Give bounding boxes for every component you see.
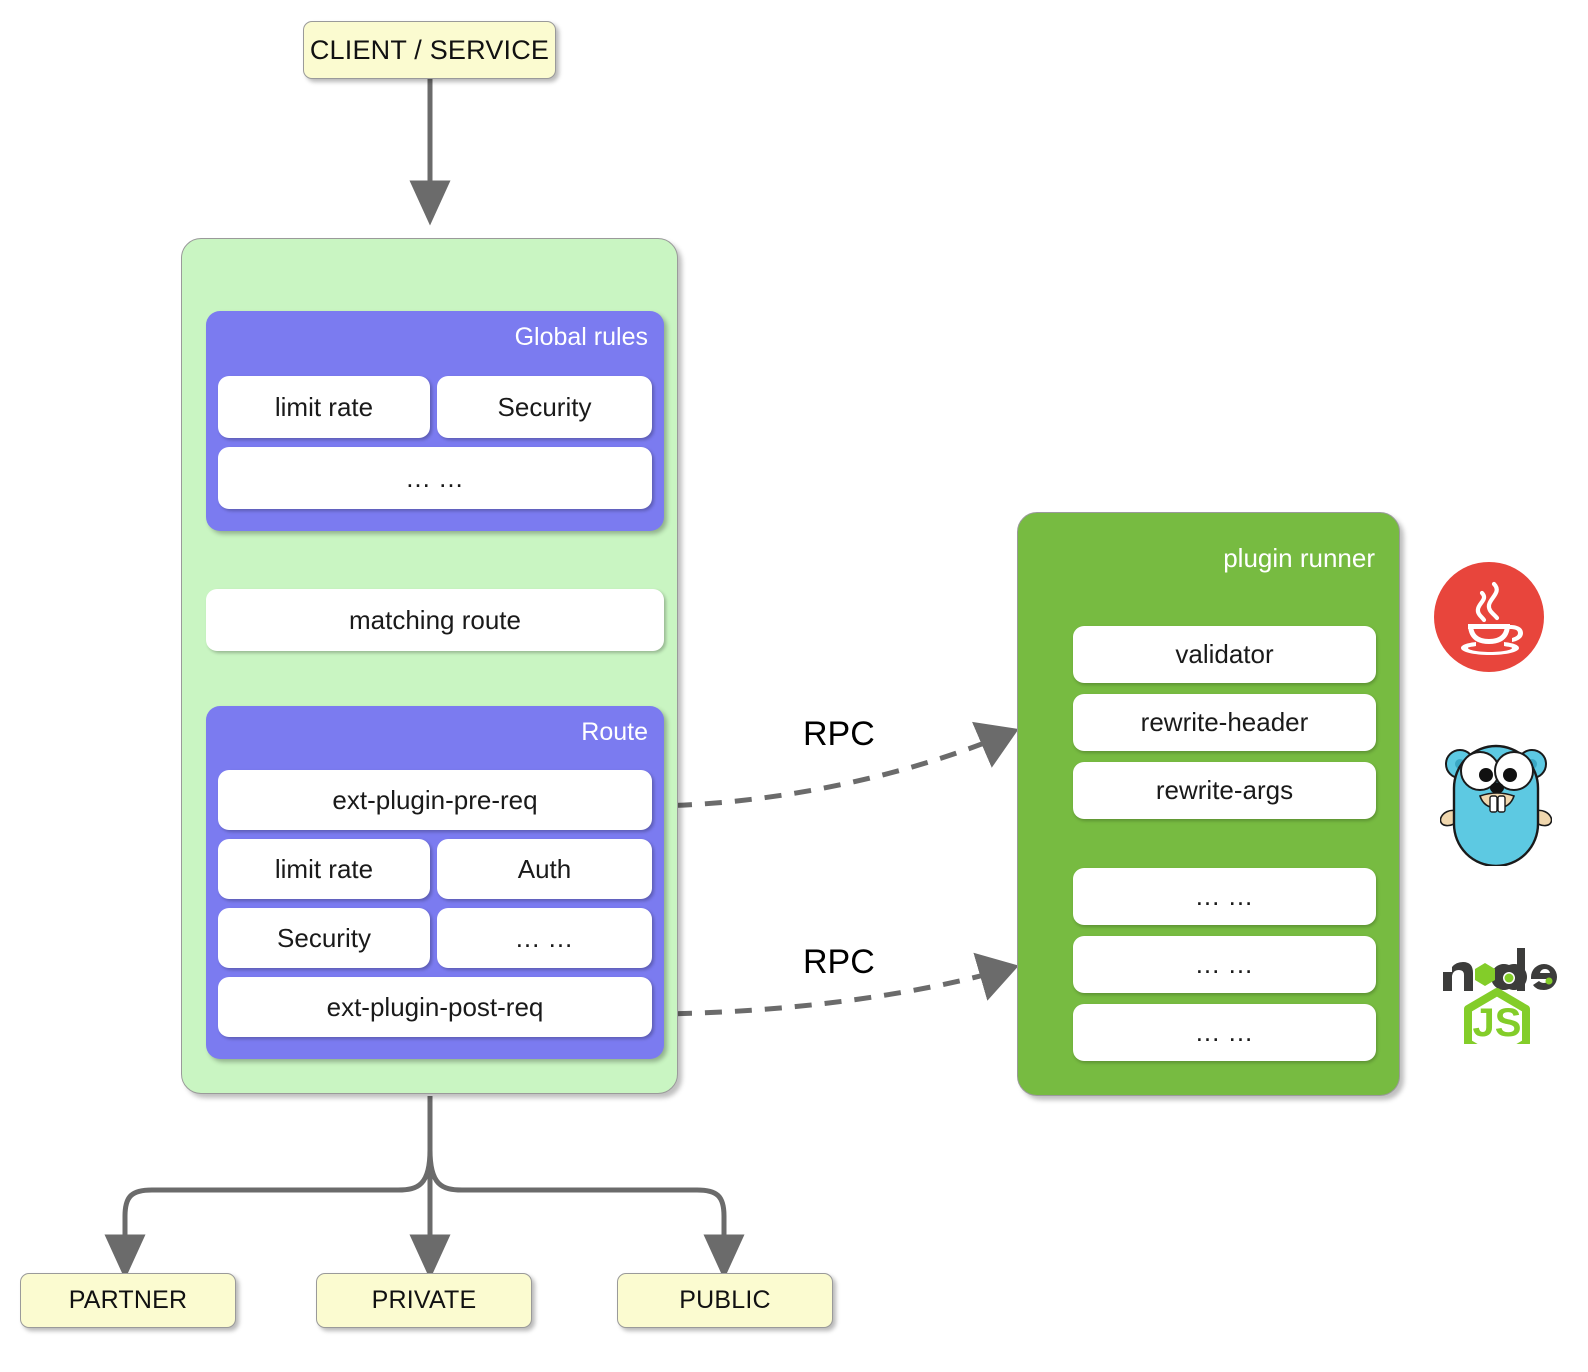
matching-route-label: matching route — [349, 604, 521, 635]
plugin-rewrite-args[interactable]: rewrite-args — [1073, 762, 1376, 819]
output-partner[interactable]: PARTNER — [20, 1273, 236, 1328]
plugin-rewrite-header-label: rewrite-header — [1140, 707, 1309, 737]
route-panel[interactable]: Route ext-plugin-pre-req limit rate Auth… — [206, 706, 664, 1059]
golang-gopher-logo — [1439, 726, 1553, 871]
route-ext-plugin-post-req[interactable]: ext-plugin-post-req — [218, 977, 652, 1037]
plugin-validator-label: validator — [1175, 639, 1274, 669]
java-logo-svg — [1434, 562, 1544, 672]
plugin-placeholder-1-label: ... ... — [1195, 881, 1254, 911]
plugin-runner-panel: plugin runner validator rewrite-header r… — [1017, 512, 1400, 1096]
rpc-label-post-req: RPC — [803, 943, 875, 982]
output-public[interactable]: PUBLIC — [617, 1273, 833, 1328]
gateway-container: Global rules limit rate Security ... ...… — [181, 238, 678, 1094]
output-private-label: PRIVATE — [371, 1286, 477, 1314]
global-rule-limit-rate[interactable]: limit rate — [218, 376, 430, 438]
route-security[interactable]: Security — [218, 908, 430, 968]
global-rule-more-label: ... ... — [406, 462, 464, 493]
route-auth-label: Auth — [517, 853, 572, 884]
plugin-placeholder-3-label: ... ... — [1195, 1017, 1254, 1047]
global-rule-security-label: Security — [497, 391, 592, 422]
global-rule-security[interactable]: Security — [437, 376, 652, 438]
client-service-node[interactable]: CLIENT / SERVICE — [303, 21, 556, 79]
route-more[interactable]: ... ... — [437, 908, 652, 968]
plugin-placeholder-2[interactable]: ... ... — [1073, 936, 1376, 993]
route-security-label: Security — [277, 922, 371, 953]
plugin-placeholder-2-label: ... ... — [1195, 949, 1254, 979]
route-title: Route — [581, 718, 648, 746]
svg-text:JS: JS — [1473, 1001, 1522, 1044]
nodejs-logo-svg: JS — [1443, 948, 1557, 1064]
route-ext-plugin-pre-req[interactable]: ext-plugin-pre-req — [218, 770, 652, 830]
arrow-gateway-to-public — [427, 1149, 745, 1280]
global-rule-limit-rate-label: limit rate — [274, 391, 374, 422]
route-ext-plugin-post-req-label: ext-plugin-post-req — [326, 991, 544, 1022]
route-auth[interactable]: Auth — [437, 839, 652, 899]
plugin-placeholder-3[interactable]: ... ... — [1073, 1004, 1376, 1061]
plugin-rewrite-args-label: rewrite-args — [1155, 775, 1294, 805]
output-private[interactable]: PRIVATE — [316, 1273, 532, 1328]
rpc-label-pre-req-text: RPC — [803, 715, 875, 753]
route-limit-rate[interactable]: limit rate — [218, 839, 430, 899]
arrow-gateway-to-partner — [104, 1149, 433, 1280]
global-rule-more[interactable]: ... ... — [218, 447, 652, 509]
route-more-label: ... ... — [515, 922, 574, 953]
plugin-runner-title: plugin runner — [1223, 543, 1375, 573]
matching-route-box[interactable]: matching route — [206, 589, 664, 651]
golang-gopher-svg — [1439, 744, 1553, 868]
global-rules-title: Global rules — [514, 323, 648, 351]
plugin-validator[interactable]: validator — [1073, 626, 1376, 683]
rpc-label-pre-req: RPC — [803, 715, 875, 754]
output-partner-label: PARTNER — [68, 1286, 188, 1314]
route-ext-plugin-pre-req-label: ext-plugin-pre-req — [332, 784, 538, 815]
plugin-rewrite-header[interactable]: rewrite-header — [1073, 694, 1376, 751]
rpc-label-post-req-text: RPC — [803, 943, 875, 981]
nodejs-logo: JS — [1437, 926, 1557, 1064]
output-public-label: PUBLIC — [679, 1286, 771, 1314]
plugin-placeholder-1[interactable]: ... ... — [1073, 868, 1376, 925]
java-logo — [1432, 560, 1550, 683]
route-limit-rate-label: limit rate — [274, 853, 374, 884]
client-service-label: CLIENT / SERVICE — [309, 34, 550, 65]
global-rules-panel[interactable]: Global rules limit rate Security ... ... — [206, 311, 664, 531]
